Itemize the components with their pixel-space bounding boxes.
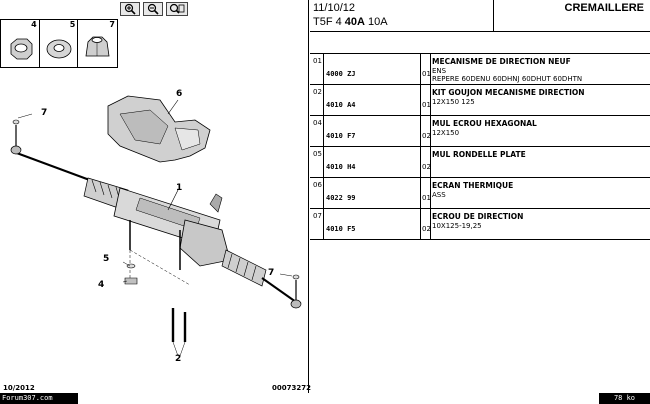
part-detail-2: REPERE 60DENU 60DHNJ 60DHUT 60DHTN (432, 75, 583, 83)
part-quantity: 02 (422, 225, 431, 233)
callout-1[interactable]: 1 (176, 183, 183, 193)
part-thumbnails: 4 5 7 (0, 19, 118, 68)
section-title: CREMAILLERE (564, 2, 644, 14)
part-detail: 10X125-19,25 (432, 222, 482, 230)
part-index: 07 (313, 212, 322, 220)
steering-rack-diagram (10, 95, 302, 357)
part-index: 04 (313, 119, 322, 127)
leader-line (167, 99, 179, 115)
header-divider (493, 0, 494, 32)
callout-5[interactable]: 5 (103, 254, 110, 264)
thumbnail-number: 4 (31, 20, 37, 29)
part-index: 02 (313, 88, 322, 96)
part-quantity: 02 (422, 163, 431, 171)
callout-7-right[interactable]: 7 (268, 268, 275, 278)
parts-pane: 11/10/12 T5F 4 40A 10A CREMAILLERE 01 40… (310, 0, 650, 393)
part-row[interactable]: 05 4010 H4 02 MUL RONDELLE PLATE (310, 147, 650, 178)
part-reference[interactable]: 4010 F5 (326, 225, 356, 233)
zoom-out-icon (147, 3, 159, 15)
part-quantity: 02 (422, 132, 431, 140)
heat-shield-drawing (107, 95, 211, 163)
part-description: ECROU DE DIRECTION (432, 212, 524, 221)
zoom-fit-icon (169, 3, 185, 14)
callout-4[interactable]: 4 (98, 280, 105, 290)
part-description: ECRAN THERMIQUE (432, 181, 514, 190)
thumbnail-part-4[interactable]: 4 (1, 20, 40, 67)
part-description: MUL ECROU HEXAGONAL (432, 119, 537, 128)
part-index: 01 (313, 57, 322, 65)
engine-code-bold: 40A (344, 16, 365, 28)
part-reference[interactable]: 4010 H4 (326, 163, 356, 171)
file-size: 78 ko (599, 393, 650, 404)
thumbnail-part-5[interactable]: 5 (40, 20, 79, 67)
zoom-in-icon (124, 3, 136, 15)
part-reference[interactable]: 4022 99 (326, 194, 356, 202)
part-detail: 12X150 125 (432, 98, 475, 106)
part-detail: 12X150 (432, 129, 460, 137)
thumbnail-number: 7 (109, 20, 115, 29)
part-reference[interactable]: 4010 A4 (326, 101, 356, 109)
callout-7-left[interactable]: 7 (41, 108, 48, 118)
part-quantity: 01 (422, 101, 431, 109)
part-detail: ENS (432, 67, 447, 75)
part-row[interactable]: 01 4000 ZJ 01 MECANISME DE DIRECTION NEU… (310, 54, 650, 85)
part-quantity: 01 (422, 194, 431, 202)
part-reference[interactable]: 4010 F7 (326, 132, 356, 140)
engine-code: T5F 4 40A 10A (313, 16, 388, 28)
washer-icon (46, 39, 72, 59)
part-description: KIT GOUJON MECANISME DIRECTION (432, 88, 585, 97)
part-index: 05 (313, 150, 322, 158)
part-row[interactable]: 06 4022 99 01 ECRAN THERMIQUE ASS (310, 178, 650, 209)
diagram-reference: 00073272 (272, 384, 311, 392)
zoom-toolbar (120, 2, 188, 17)
part-row[interactable]: 02 4010 A4 01 KIT GOUJON MECANISME DIREC… (310, 85, 650, 116)
part-row[interactable]: 04 4010 F7 02 MUL ECROU HEXAGONAL 12X150 (310, 116, 650, 147)
engine-code-prefix: T5F 4 (313, 16, 342, 28)
status-bar (0, 393, 650, 404)
catalog-date: 11/10/12 (313, 2, 356, 14)
fasteners-drawing (17, 113, 293, 357)
header-spacer (310, 32, 650, 54)
thumbnail-number: 5 (69, 20, 76, 29)
zoom-out-button[interactable] (143, 2, 163, 16)
callout-2[interactable]: 2 (175, 354, 182, 364)
forum-watermark: Forum307.com (0, 393, 78, 404)
leader-line (167, 189, 179, 211)
part-description: MUL RONDELLE PLATE (432, 150, 526, 159)
part-index: 06 (313, 181, 322, 189)
thumbnail-part-7[interactable]: 7 (78, 20, 117, 67)
parts-header: 11/10/12 T5F 4 40A 10A CREMAILLERE (310, 0, 650, 32)
diagram-date: 10/2012 (3, 384, 35, 392)
part-quantity: 01 (422, 70, 431, 78)
engine-code-suffix: 10A (368, 16, 388, 28)
steering-rack-drawing (10, 119, 302, 309)
callout-6[interactable]: 6 (176, 89, 183, 99)
part-description: MECANISME DE DIRECTION NEUF (432, 57, 571, 66)
hex-nut-icon (10, 38, 33, 60)
diagram-pane: 4 5 7 (0, 0, 311, 393)
part-reference[interactable]: 4000 ZJ (326, 70, 356, 78)
part-detail: ASS (432, 191, 446, 199)
zoom-in-button[interactable] (120, 2, 140, 16)
zoom-fit-button[interactable] (166, 2, 188, 16)
parts-table: 01 4000 ZJ 01 MECANISME DE DIRECTION NEU… (310, 54, 650, 240)
part-row[interactable]: 07 4010 F5 02 ECROU DE DIRECTION 10X125-… (310, 209, 650, 240)
steering-nut-icon (85, 36, 110, 57)
